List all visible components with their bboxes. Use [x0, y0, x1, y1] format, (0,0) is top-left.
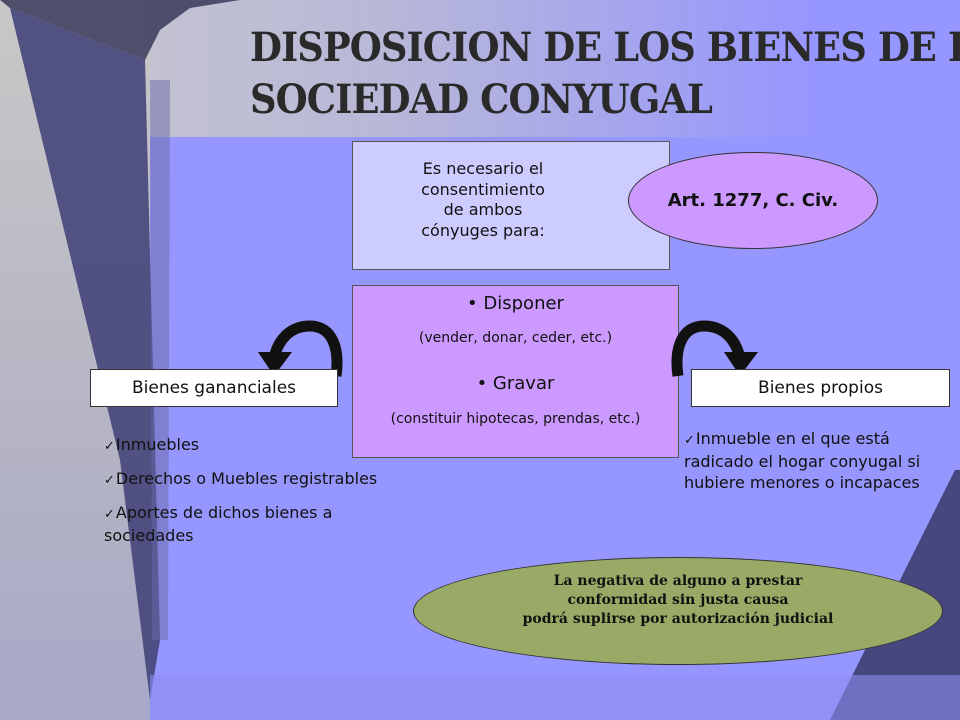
list-item: ✓Inmuebles: [104, 434, 404, 457]
requirement-line-3: de ambos: [443, 200, 523, 219]
act-encumber-examples: (constituir hipotecas, prendas, etc.): [390, 411, 641, 427]
check-icon: ✓: [104, 473, 115, 488]
list-item-text: Inmuebles: [115, 435, 200, 454]
judicial-note-line-2: conformidad sin justa causa: [567, 592, 789, 608]
requirement-line-2: consentimiento: [421, 179, 545, 199]
community-property-list: ✓Inmuebles ✓Derechos o Muebles registrab…: [104, 434, 404, 557]
community-property-label: Bienes gananciales: [90, 369, 338, 407]
separate-property-label: Bienes propios: [691, 369, 950, 407]
list-item: ✓Aportes de dichos bienes a sociedades: [104, 502, 404, 546]
curved-arrow-right-icon: [671, 320, 758, 377]
list-item: ✓Derechos o Muebles registrables: [104, 468, 404, 491]
title-line-2: SOCIEDAD CONYUGAL: [250, 76, 713, 123]
curved-arrow-left-icon: [258, 320, 343, 377]
separate-property-list: ✓Inmueble en el que está radicado el hog…: [684, 428, 954, 493]
list-item: ✓Inmueble en el que está radicado el hog…: [684, 428, 954, 493]
list-item-text: Inmueble en el que está radicado el hoga…: [684, 429, 921, 492]
article-reference-ellipse: Art. 1277, C. Civ.: [628, 152, 878, 249]
judicial-note-text: La negativa de alguno a prestar conformi…: [414, 572, 942, 629]
requirement-text: Es necesario el consentimiento de ambos …: [393, 159, 573, 241]
separate-property-label-text: Bienes propios: [758, 378, 883, 398]
list-item-text: Aportes de dichos bienes a sociedades: [104, 503, 333, 545]
act-dispose: • Disponer: [467, 293, 564, 314]
community-property-label-text: Bienes gananciales: [131, 378, 297, 398]
requirement-box: Es necesario el consentimiento de ambos …: [352, 141, 670, 270]
list-item-text: Derechos o Muebles registrables: [115, 469, 378, 488]
check-icon: ✓: [104, 439, 115, 454]
acts-box: • Disponer (vender, donar, ceder, etc.) …: [352, 285, 679, 458]
top-left-wedge-shape: [0, 0, 240, 60]
requirement-line-1: Es necesario el: [422, 159, 544, 178]
check-icon: ✓: [684, 433, 695, 448]
left-diagonal-shape: [10, 8, 160, 700]
act-dispose-examples: (vender, donar, ceder, etc.): [418, 330, 613, 346]
judicial-note-line-3: podrá suplirse por autorización judicial: [522, 611, 834, 627]
judicial-note-line-1: La negativa de alguno a prestar: [553, 573, 803, 589]
requirement-line-4: cónyuges para:: [421, 220, 545, 240]
check-icon: ✓: [104, 507, 115, 522]
judicial-note-ellipse: La negativa de alguno a prestar conformi…: [413, 557, 943, 665]
page-title: DISPOSICION DE LOS BIENES DE LA SOCIEDAD…: [250, 22, 960, 126]
left-diagonal-highlight-shape: [150, 80, 170, 640]
act-encumber: • Gravar: [476, 373, 555, 394]
bottom-band-shape: [150, 675, 960, 720]
article-reference-text: Art. 1277, C. Civ.: [667, 190, 839, 211]
title-line-1: DISPOSICION DE LOS BIENES DE LA: [250, 24, 960, 71]
